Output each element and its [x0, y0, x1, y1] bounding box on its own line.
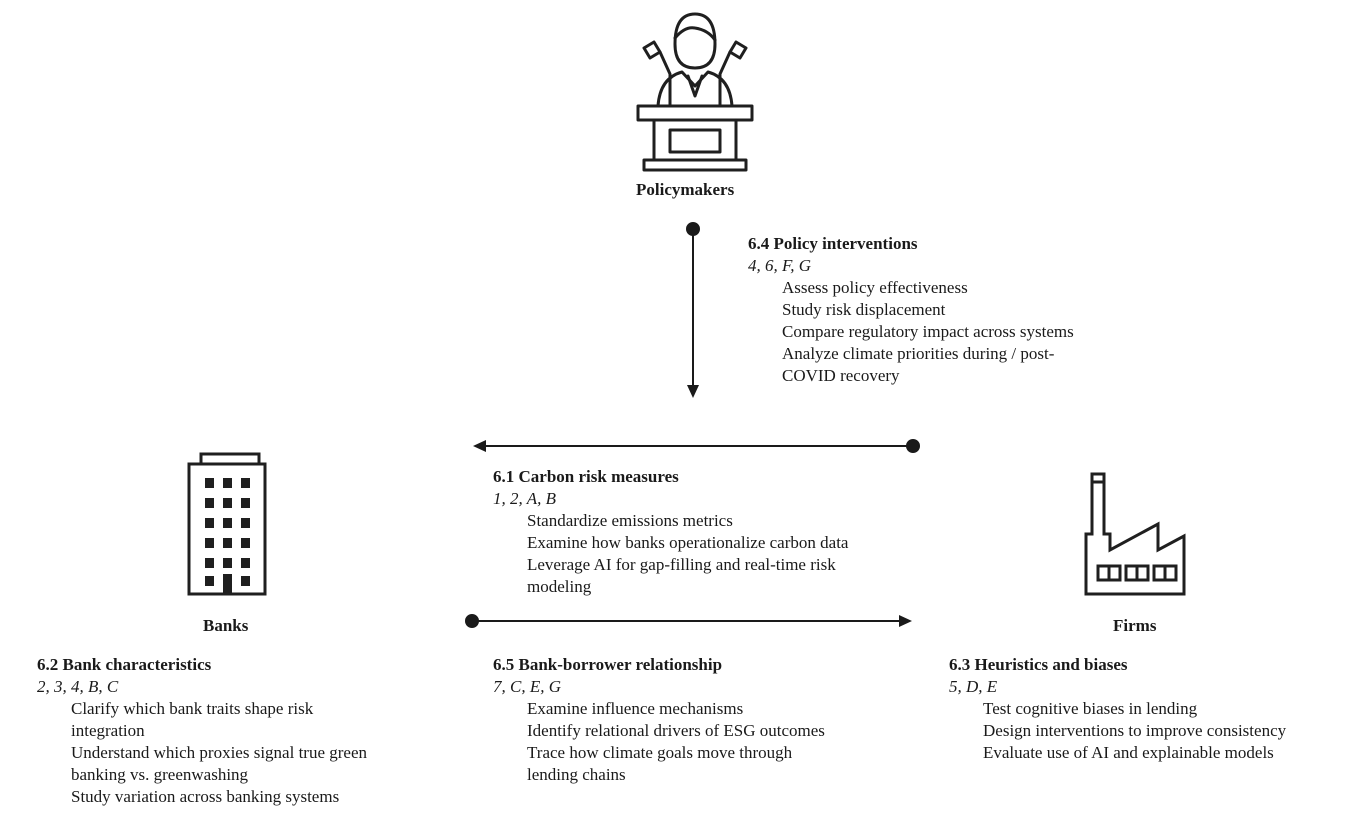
bank-characteristics-title: 6.2 Bank characteristics: [37, 655, 212, 674]
factory-icon: [1084, 472, 1186, 596]
heuristics-block: 6.3 Heuristics and biases 5, D, E Test c…: [949, 654, 1286, 764]
list-item: Design interventions to improve consiste…: [983, 721, 1287, 740]
list-item: Trace how climate goals move through: [527, 743, 793, 762]
bank-borrower-block: 6.5 Bank-borrower relationship 7, C, E, …: [493, 654, 825, 786]
carbon-risk-refs: 1, 2, A, B: [493, 489, 556, 508]
carbon-arrowhead: [473, 440, 486, 452]
bank-borrower-refs: 7, C, E, G: [493, 677, 561, 696]
bank-characteristics-block: 6.2 Bank characteristics 2, 3, 4, B, C C…: [37, 654, 367, 808]
list-item: Assess policy effectiveness: [782, 278, 968, 297]
firms-label: Firms: [1113, 616, 1157, 635]
list-item: Compare regulatory impact across systems: [782, 322, 1074, 341]
list-item: COVID recovery: [782, 366, 900, 385]
relationship-arrowhead: [899, 615, 912, 627]
bank-borrower-list: Examine influence mechanisms Identify re…: [493, 698, 825, 786]
carbon-risk-list: Standardize emissions metrics Examine ho…: [493, 510, 848, 598]
policy-interventions-block: 6.4 Policy interventions 4, 6, F, G Asse…: [748, 233, 1074, 387]
heuristics-refs: 5, D, E: [949, 677, 998, 696]
carbon-risk-block: 6.1 Carbon risk measures 1, 2, A, B Stan…: [493, 466, 848, 598]
policy-interventions-title: 6.4 Policy interventions: [748, 234, 918, 253]
heuristics-list: Test cognitive biases in lending Design …: [949, 698, 1286, 764]
bank-characteristics-list: Clarify which bank traits shape risk int…: [37, 698, 367, 808]
list-item: Clarify which bank traits shape risk: [71, 699, 314, 718]
list-item: Examine how banks operationalize carbon …: [527, 533, 849, 552]
list-item: Leverage AI for gap-filling and real-tim…: [527, 555, 836, 574]
list-item: Study variation across banking systems: [71, 787, 340, 806]
office-building-icon: [187, 452, 267, 596]
list-item: Evaluate use of AI and explainable model…: [983, 743, 1274, 762]
list-item: Test cognitive biases in lending: [983, 699, 1198, 718]
list-item: Examine influence mechanisms: [527, 699, 744, 718]
list-item: lending chains: [527, 765, 626, 784]
speaker-at-podium-icon: [636, 12, 754, 172]
list-item: banking vs. greenwashing: [71, 765, 249, 784]
banks-label: Banks: [203, 616, 249, 635]
bank-borrower-title: 6.5 Bank-borrower relationship: [493, 655, 723, 674]
bank-characteristics-refs: 2, 3, 4, B, C: [37, 677, 119, 696]
list-item: Analyze climate priorities during / post…: [782, 344, 1055, 363]
list-item: Study risk displacement: [782, 300, 946, 319]
policy-arrowhead: [687, 385, 699, 398]
heuristics-title: 6.3 Heuristics and biases: [949, 655, 1128, 674]
list-item: Understand which proxies signal true gre…: [71, 743, 367, 762]
list-item: Identify relational drivers of ESG outco…: [527, 721, 825, 740]
list-item: modeling: [527, 577, 592, 596]
policymakers-label: Policymakers: [636, 180, 735, 199]
policy-interventions-list: Assess policy effectiveness Study risk d…: [748, 277, 1074, 387]
list-item: integration: [71, 721, 145, 740]
policy-interventions-refs: 4, 6, F, G: [748, 256, 811, 275]
carbon-risk-title: 6.1 Carbon risk measures: [493, 467, 679, 486]
list-item: Standardize emissions metrics: [527, 511, 733, 530]
